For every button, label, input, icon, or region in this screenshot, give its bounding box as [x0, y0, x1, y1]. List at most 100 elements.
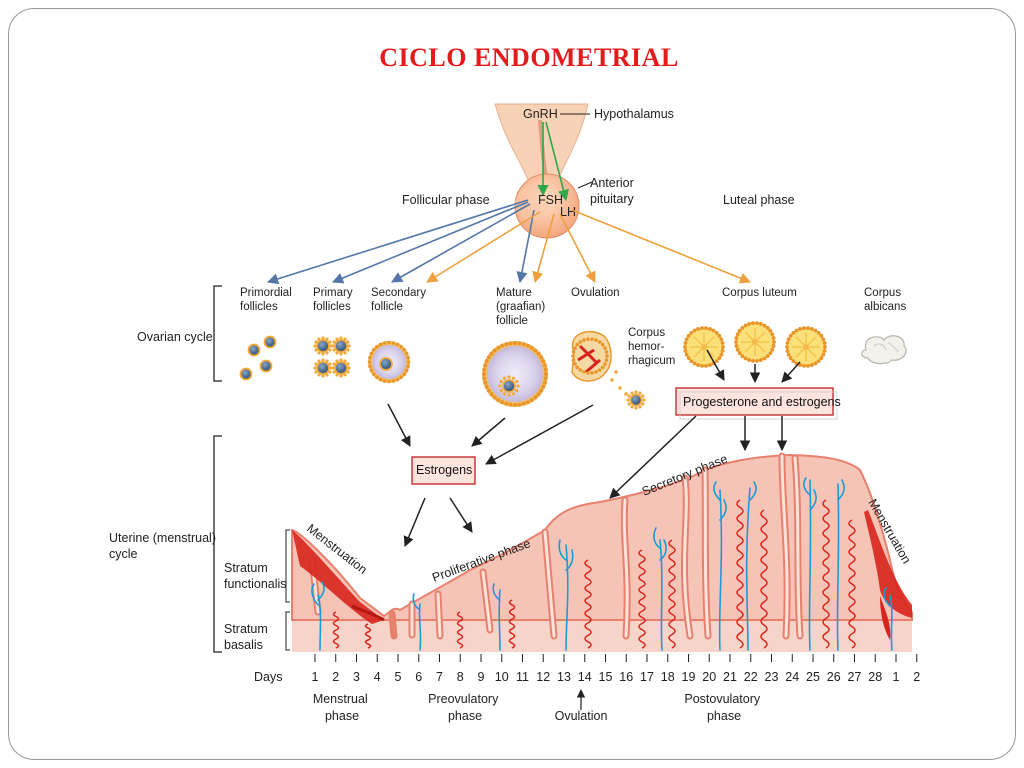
lh-arrows	[426, 209, 752, 284]
day-number: 28	[868, 670, 882, 684]
day-tick: 9	[478, 654, 485, 684]
day-tick: 8	[457, 654, 464, 684]
day-number: 1	[893, 670, 900, 684]
hypothalamus-label: Hypothalamus	[594, 107, 674, 121]
day-number: 14	[578, 670, 592, 684]
day-number: 20	[702, 670, 716, 684]
day-number: 25	[806, 670, 820, 684]
stage-corpus-luteum-label: Corpus luteum	[722, 287, 797, 299]
stage-corpus-albicans-label: Corpus albicans	[864, 287, 906, 313]
gnrh-label: GnRH	[523, 107, 558, 121]
day-number: 23	[765, 670, 779, 684]
day-tick: 19	[682, 654, 696, 684]
fsh-label: FSH	[538, 193, 563, 207]
progesterone-estrogens-label: Progesterone and estrogens	[683, 395, 841, 409]
day-tick: 20	[702, 654, 716, 684]
menstrual-phase-label: Menstrual phase	[313, 692, 371, 723]
day-tick: 18	[661, 654, 675, 684]
corpus-luteum-1	[683, 326, 725, 368]
day-number: 2	[332, 670, 339, 684]
day-tick: 14	[578, 654, 592, 684]
functionalis-bracket	[285, 529, 290, 603]
spiral-artery	[456, 611, 464, 649]
day-number: 19	[682, 670, 696, 684]
follicular-phase-label: Follicular phase	[402, 193, 490, 207]
stage-mature-label: Mature (graafian) follicle	[496, 287, 548, 327]
stratum-basalis-label: Stratum basalis	[224, 622, 271, 652]
day-tick: 28	[868, 654, 882, 684]
day-tick: 7	[436, 654, 443, 684]
hormone-flow-arrows	[387, 349, 801, 547]
anterior-pituitary-label: Anterior pituitary	[590, 176, 637, 206]
day-tick: 26	[827, 654, 841, 684]
day-tick: 15	[599, 654, 613, 684]
day-number: 22	[744, 670, 758, 684]
corpus-luteum-2	[734, 321, 776, 363]
secondary-follicle	[367, 340, 411, 384]
day-number: 17	[640, 670, 654, 684]
stage-secondary-label: Secondary follicle	[371, 287, 429, 313]
spiral-artery	[364, 623, 372, 649]
day-number: 12	[536, 670, 550, 684]
corpus-luteum-3	[785, 326, 827, 368]
progesterone-estrogens-box: Progesterone and estrogens	[675, 387, 841, 420]
spiral-artery	[332, 611, 340, 649]
day-tick: 17	[640, 654, 654, 684]
luteal-phase-label: Luteal phase	[723, 193, 795, 207]
day-number: 18	[661, 670, 675, 684]
day-tick: 2	[913, 654, 920, 684]
primordial-follicles	[239, 335, 277, 381]
ovarian-cycle-label: Ovarian cycle	[137, 330, 213, 344]
day-number: 13	[557, 670, 571, 684]
day-number: 24	[785, 670, 799, 684]
postovulatory-phase-label: Postovulatory phase	[684, 692, 763, 723]
day-tick: 3	[353, 654, 360, 684]
corpus-hemorrhagicum-label: Corpus hemor- rhagicum	[628, 327, 675, 367]
day-number: 3	[353, 670, 360, 684]
spiral-artery	[508, 599, 516, 649]
day-tick: 27	[848, 654, 862, 684]
spiral-artery	[822, 499, 830, 649]
hypothalamus-pituitary	[494, 103, 593, 239]
day-tick: 4	[374, 654, 381, 684]
stage-ovulation-label: Ovulation	[571, 287, 620, 299]
uterine-bracket	[213, 435, 222, 653]
day-number: 15	[599, 670, 613, 684]
stage-primordial-label: Primordial follicles	[240, 287, 295, 313]
corpus-albicans-illustration	[861, 335, 907, 365]
ovarian-bracket	[213, 285, 222, 382]
spiral-artery	[638, 549, 646, 649]
follicle-illustrations	[239, 321, 827, 410]
day-number: 26	[827, 670, 841, 684]
day-tick: 11	[516, 654, 529, 684]
day-tick: 10	[495, 654, 509, 684]
day-tick: 21	[723, 654, 737, 684]
primary-follicles	[313, 336, 351, 378]
day-tick: 16	[619, 654, 633, 684]
day-number: 27	[848, 670, 862, 684]
ovulating-follicle	[571, 331, 646, 410]
day-tick: 23	[765, 654, 779, 684]
spiral-artery	[584, 559, 592, 649]
day-number: 4	[374, 670, 381, 684]
spiral-artery	[848, 519, 856, 649]
basalis-bracket	[285, 611, 290, 651]
ovulation-marker: Ovulation	[555, 689, 607, 723]
day-tick: 1	[312, 654, 319, 684]
day-number: 8	[457, 670, 464, 684]
day-tick: 24	[785, 654, 799, 684]
lh-label: LH	[560, 205, 576, 219]
endometrium-illustration	[291, 452, 913, 652]
mature-graafian-follicle	[482, 341, 548, 407]
day-number: 6	[415, 670, 422, 684]
days-label: Days	[254, 670, 282, 684]
preovulatory-phase-label: Preovulatory phase	[428, 692, 502, 723]
day-number: 11	[516, 670, 529, 684]
slide-title: CICLO ENDOMETRIAL	[379, 43, 679, 72]
day-number: 21	[723, 670, 737, 684]
day-tick: 2	[332, 654, 339, 684]
day-tick: 6	[415, 654, 422, 684]
spiral-artery	[668, 539, 676, 649]
